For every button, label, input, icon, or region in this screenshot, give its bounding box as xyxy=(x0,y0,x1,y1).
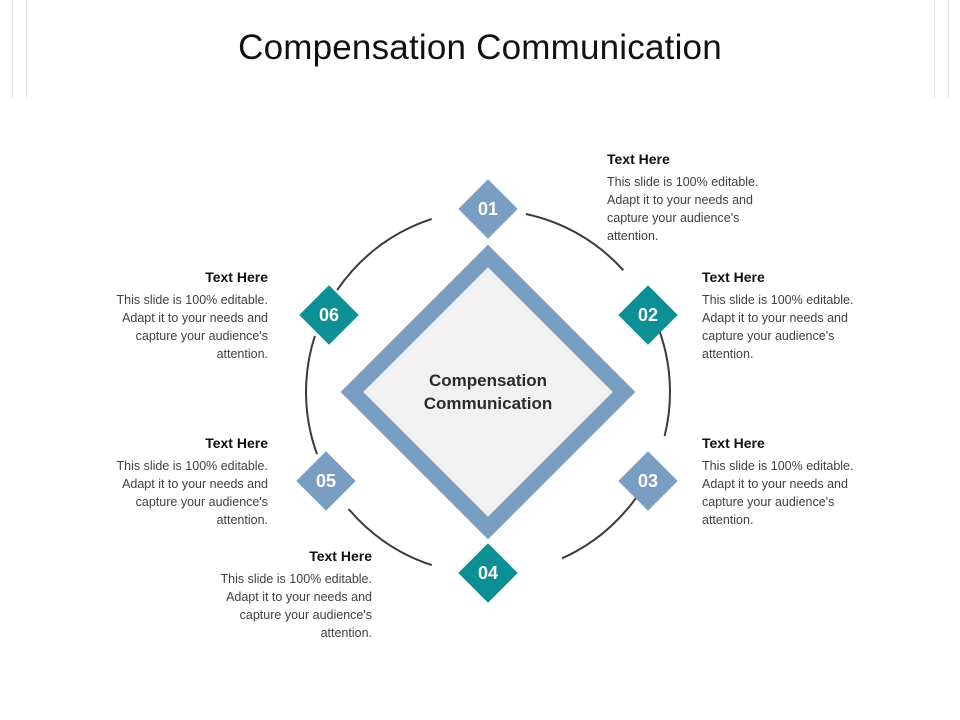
step-heading-01: Text Here xyxy=(607,151,670,167)
step-number-04: 04 xyxy=(477,562,499,583)
step-number-06: 06 xyxy=(318,304,340,325)
step-body-03: This slide is 100% editable. Adapt it to… xyxy=(702,459,854,527)
ring-arc-6 xyxy=(336,217,433,291)
page-title: Compensation Communication xyxy=(238,28,722,67)
step-body-06: This slide is 100% editable. Adapt it to… xyxy=(116,293,268,361)
step-heading-04: Text Here xyxy=(309,548,372,564)
center-label-line1: Compensation xyxy=(428,371,548,390)
step-heading-06: Text Here xyxy=(205,269,268,285)
step-text-03: Text Here This slide is 100% editable. A… xyxy=(702,435,872,529)
step-number-05: 05 xyxy=(315,470,337,491)
step-body-05: This slide is 100% editable. Adapt it to… xyxy=(116,459,268,527)
step-badge-03: 03 xyxy=(618,451,678,511)
step-text-01: Text Here This slide is 100% editable. A… xyxy=(607,151,777,245)
ring-arc-4 xyxy=(347,508,433,567)
center-label: Compensation Communication xyxy=(398,369,578,415)
step-heading-02: Text Here xyxy=(702,269,765,285)
step-number-01: 01 xyxy=(477,198,499,219)
center-diamond xyxy=(340,244,636,540)
center-label-line2: Communication xyxy=(423,394,553,413)
step-heading-03: Text Here xyxy=(702,435,765,451)
step-badge-01: 01 xyxy=(458,179,518,239)
ring-arc-1 xyxy=(525,213,625,271)
step-heading-05: Text Here xyxy=(205,435,268,451)
step-text-02: Text Here This slide is 100% editable. A… xyxy=(702,269,872,363)
step-body-02: This slide is 100% editable. Adapt it to… xyxy=(702,293,854,361)
step-number-02: 02 xyxy=(637,304,659,325)
step-number-03: 03 xyxy=(637,470,659,491)
frame-line-right-inner xyxy=(934,0,935,98)
frame-line-left-outer xyxy=(12,0,13,98)
ring-arc-5 xyxy=(305,335,318,455)
step-badge-02: 02 xyxy=(618,285,678,345)
step-text-05: Text Here This slide is 100% editable. A… xyxy=(98,435,268,529)
step-body-04: This slide is 100% editable. Adapt it to… xyxy=(220,572,372,640)
step-body-01: This slide is 100% editable. Adapt it to… xyxy=(607,175,759,243)
frame-line-left-inner xyxy=(26,0,27,98)
step-text-06: Text Here This slide is 100% editable. A… xyxy=(98,269,268,363)
step-badge-04: 04 xyxy=(458,543,518,603)
frame-line-right-outer xyxy=(948,0,949,98)
step-text-04: Text Here This slide is 100% editable. A… xyxy=(202,548,372,642)
step-badge-06: 06 xyxy=(299,285,359,345)
step-badge-05: 05 xyxy=(296,451,356,511)
